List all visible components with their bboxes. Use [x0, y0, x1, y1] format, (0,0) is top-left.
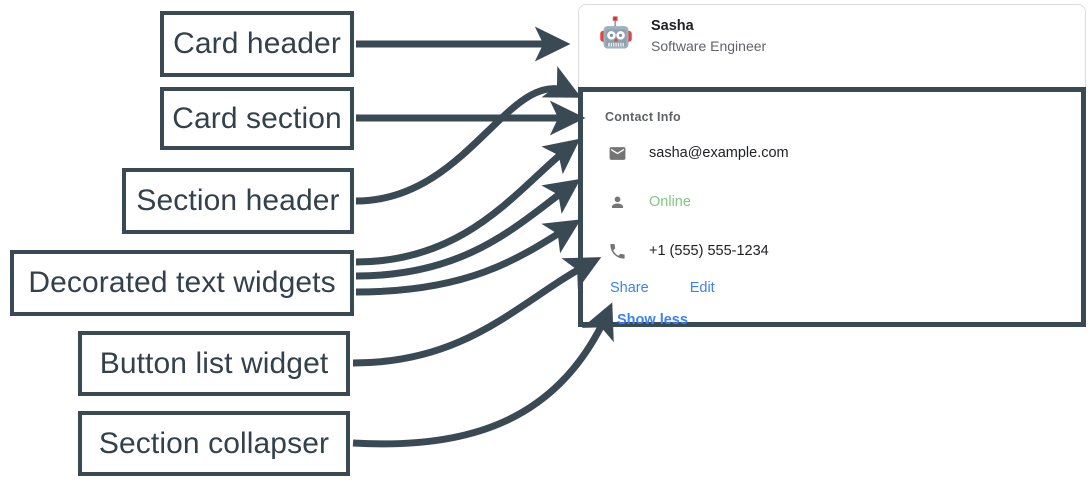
email-value: sasha@example.com: [649, 145, 789, 161]
card-header-text: Sasha Software Engineer: [651, 18, 766, 54]
profile-card: Sasha Software Engineer Contact Info sas…: [578, 4, 1086, 328]
button-list-widget: Share Edit: [583, 277, 1081, 299]
card-header: Sasha Software Engineer: [579, 5, 1085, 69]
decorated-text-widget-status: Online: [583, 182, 1081, 222]
edit-button[interactable]: Edit: [689, 280, 715, 296]
status-value: Online: [649, 194, 691, 210]
annotation-label-box: Section collapser: [78, 411, 350, 476]
arrow-section-header: [355, 66, 582, 205]
section-header: Contact Info: [605, 110, 681, 124]
section-collapser: Show less: [583, 311, 1081, 333]
phone-value: +1 (555) 555-1234: [649, 243, 769, 259]
annotation-label-box: Card header: [160, 11, 354, 77]
annotation-label-text: Section header: [136, 184, 340, 217]
annotation-label-box: Section header: [122, 168, 354, 234]
arrow-text-widget-email: [355, 138, 581, 266]
arrow-text-widget-phone: [355, 219, 581, 296]
arrow-text-widget-status: [355, 178, 581, 280]
annotation-label-box: Button list widget: [78, 331, 350, 396]
phone-icon: [607, 241, 628, 262]
arrow-section-collapser: [352, 302, 614, 448]
card-subtitle: Software Engineer: [651, 37, 767, 54]
annotation-label-text: Section collapser: [98, 426, 330, 460]
share-button[interactable]: Share: [610, 280, 649, 296]
card-title: Sasha: [651, 18, 694, 35]
card-section: Contact Info sasha@example.com Online: [578, 87, 1086, 328]
annotation-label-box: Card section: [160, 87, 354, 150]
annotation-label-text: Card section: [172, 101, 342, 135]
annotation-label-text: Button list widget: [99, 346, 329, 380]
annotation-label-text: Decorated text widgets: [28, 266, 336, 299]
show-less-button[interactable]: Show less: [617, 312, 688, 328]
annotation-label-box: Decorated text widgets: [10, 250, 354, 316]
robot-avatar-icon: [595, 15, 637, 57]
arrow-button-list: [352, 257, 602, 367]
annotation-label-text: Card header: [173, 27, 341, 60]
person-icon: [607, 192, 628, 213]
decorated-text-widget-email: sasha@example.com: [583, 133, 1081, 173]
decorated-text-widget-phone: +1 (555) 555-1234: [583, 231, 1081, 271]
email-icon: [607, 143, 628, 164]
